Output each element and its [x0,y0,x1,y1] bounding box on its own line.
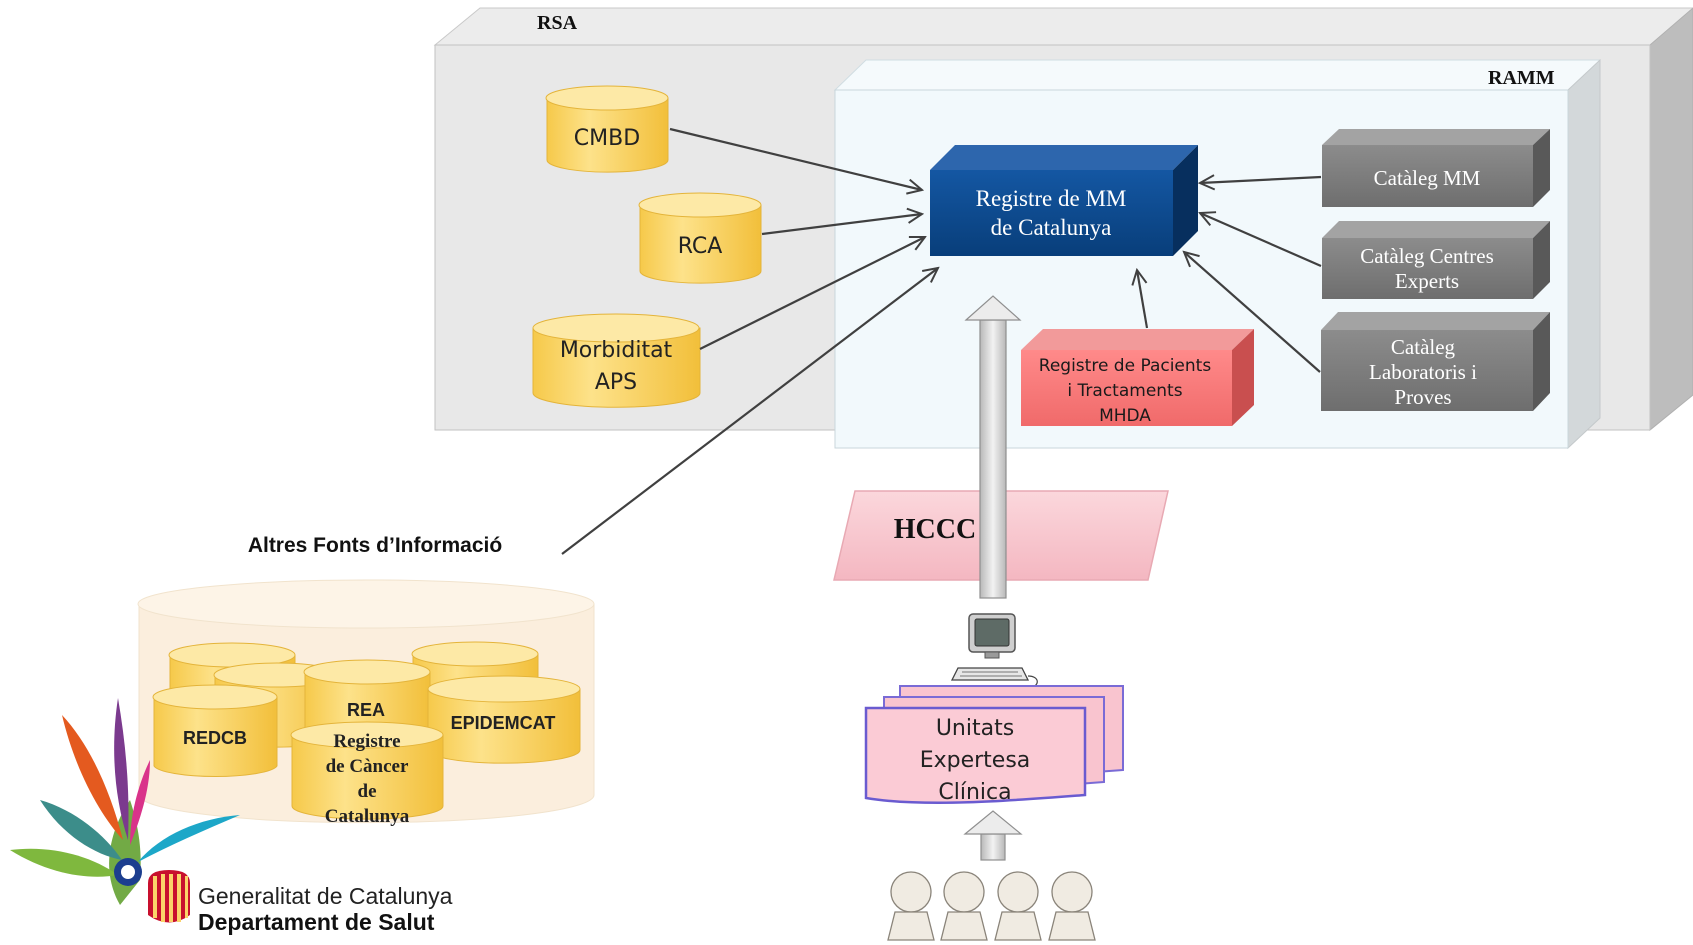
person-icon [994,871,1042,941]
small-upward-arrow [963,810,1023,861]
database-rca: RCA [638,192,762,284]
database-registre-cancer: Registre de Càncer de Catalunya [290,721,444,827]
health-hand-logo [10,698,240,905]
registre-mm-box: Registre de MM de Catalunya [930,145,1198,256]
upward-flow-arrow [964,295,1022,599]
cancer-line4: Catalunya [325,806,410,827]
registre-mm-line1: Registre de MM [976,186,1127,211]
cataleg-lab-line3: Proves [1394,385,1451,409]
logo-line1: Generalitat de Catalunya [198,883,453,909]
altres-fonts-title: Altres Fonts d’Informació [248,534,502,557]
hccc-label: HCCC [894,514,976,545]
cmbd-label: CMBD [574,126,640,151]
arrow-centres-to-registre [1200,213,1322,268]
arrow-pacients-to-registre [1137,270,1149,329]
database-epidemcat: EPIDEMCAT [427,675,581,764]
cataleg-lab-line2: Laboratoris i [1369,360,1477,384]
arrow-altres-to-registre [561,268,938,555]
redcb-label: REDCB [183,728,247,748]
unitats-line2: Expertesa [920,748,1031,773]
registre-pacients-box: Registre de Pacients i Tractaments MHDA [1021,329,1254,426]
database-redcb: REDCB [152,684,278,777]
database-cmbd: CMBD [545,85,669,173]
cancer-line1: Registre [333,731,400,752]
rca-label: RCA [678,234,723,259]
arrow-rca-to-registre [761,214,922,236]
registre-mm-line2: de Catalunya [991,215,1112,240]
unitats-expertesa-documents: Unitats Expertesa Clínica [864,685,1124,805]
rea-label: REA [347,700,385,720]
unitats-line1: Unitats [936,716,1014,741]
cataleg-mm-box: Catàleg MM [1322,129,1550,207]
cataleg-mm-label: Catàleg MM [1374,166,1481,190]
unitats-line3: Clínica [938,780,1011,805]
morbiditat-label-line2: APS [595,370,637,395]
rsa-label: RSA [537,12,578,34]
database-morbiditat-aps: Morbiditat APS [532,313,701,408]
ramm-label: RAMM [1488,67,1555,89]
connector-arrows [561,127,1322,555]
arrow-morbiditat-to-registre [699,237,925,350]
logo-line2: Departament de Salut [198,909,435,935]
cataleg-centres-line1: Catàleg Centres [1360,244,1494,268]
cataleg-lab-line1: Catàleg [1391,335,1456,359]
pacients-line3: MHDA [1099,406,1151,426]
arrow-cataleg-mm-to-registre [1200,177,1322,183]
person-icon [1048,871,1096,941]
person-icon [940,871,988,941]
cataleg-centres-line2: Experts [1395,269,1459,293]
cataleg-centres-box: Catàleg Centres Experts [1322,221,1550,299]
pacients-line1: Registre de Pacients [1039,356,1212,376]
arrow-cmbd-to-registre [669,127,922,190]
computer-icon [950,613,1038,689]
morbiditat-label-line1: Morbiditat [560,338,673,363]
cancer-line2: de Càncer [326,756,409,777]
cataleg-laboratoris-box: Catàleg Laboratoris i Proves [1321,312,1550,411]
generalitat-emblem-icon [148,870,190,923]
arrow-lab-to-registre [1184,252,1321,373]
person-icon [887,871,935,941]
cancer-line3: de [358,781,377,802]
epidemcat-label: EPIDEMCAT [451,713,556,733]
people-icons [887,871,1096,941]
pacients-line2: i Tractaments [1067,381,1182,401]
